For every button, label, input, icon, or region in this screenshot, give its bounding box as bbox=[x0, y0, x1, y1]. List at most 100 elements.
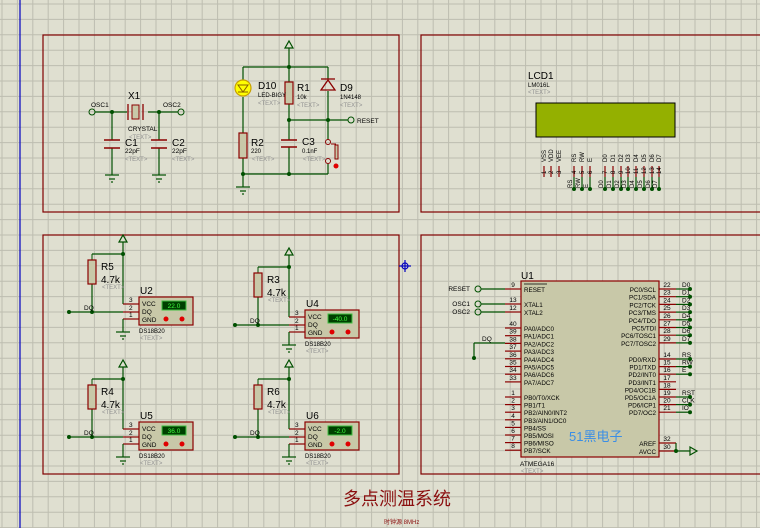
temperature-display bbox=[327, 313, 353, 324]
pin-number: 24 bbox=[663, 297, 671, 304]
pin-name: PD6/ICP1 bbox=[628, 403, 656, 410]
temp-down-button[interactable] bbox=[163, 441, 169, 447]
pullup-resistor[interactable] bbox=[87, 384, 97, 410]
osc2-terminal[interactable] bbox=[177, 108, 185, 116]
pullup-resistor[interactable] bbox=[253, 272, 263, 298]
capacitor-c2[interactable] bbox=[151, 139, 167, 149]
ground-icon bbox=[116, 456, 130, 465]
net-terminal[interactable] bbox=[474, 308, 482, 316]
net-terminal[interactable] bbox=[474, 300, 482, 308]
pullup-resistor[interactable] bbox=[87, 259, 97, 285]
net-terminal[interactable] bbox=[474, 285, 482, 293]
net-label: CLK bbox=[682, 398, 695, 405]
pullup-resistor[interactable] bbox=[253, 384, 263, 410]
temp-up-button[interactable] bbox=[345, 441, 351, 447]
diode-d9[interactable] bbox=[319, 78, 337, 91]
temp-up-button[interactable] bbox=[179, 316, 185, 322]
junction bbox=[121, 377, 125, 381]
resistor-r1[interactable] bbox=[284, 81, 294, 105]
temp-down-button[interactable] bbox=[329, 441, 335, 447]
mcu-body[interactable] bbox=[520, 280, 660, 458]
pin-number: 1 bbox=[129, 437, 133, 444]
crystal-x1[interactable] bbox=[127, 104, 144, 120]
lcd-pin[interactable]: E6E bbox=[584, 158, 594, 191]
junction bbox=[256, 435, 260, 439]
reset-pushbutton[interactable] bbox=[325, 139, 339, 169]
temp-up-button[interactable] bbox=[345, 329, 351, 335]
reset-terminal[interactable] bbox=[347, 116, 355, 124]
resistor-r2[interactable] bbox=[238, 132, 248, 159]
capacitor-c1[interactable] bbox=[104, 139, 120, 149]
power-vcc-icon bbox=[283, 39, 295, 49]
resistor-value: 4.7k bbox=[267, 400, 287, 411]
lcd-screen[interactable] bbox=[535, 102, 676, 138]
capacitor-c3[interactable] bbox=[281, 139, 297, 148]
led-d10[interactable] bbox=[234, 79, 252, 97]
pin-name: PD4/OC1B bbox=[625, 387, 656, 394]
pin-name: GND bbox=[142, 317, 157, 324]
junction bbox=[688, 364, 692, 369]
temp-down-button[interactable] bbox=[163, 316, 169, 322]
lcd-net-label: RW bbox=[576, 178, 582, 188]
osc1-terminal[interactable] bbox=[88, 108, 96, 116]
temp-down-button[interactable] bbox=[329, 329, 335, 335]
origin-marker-icon[interactable] bbox=[399, 260, 411, 272]
pin-number: 17 bbox=[663, 375, 671, 382]
lcd-ref: LCD1 bbox=[528, 71, 554, 82]
temp-up-button[interactable] bbox=[179, 441, 185, 447]
pin-number: 28 bbox=[663, 328, 671, 335]
